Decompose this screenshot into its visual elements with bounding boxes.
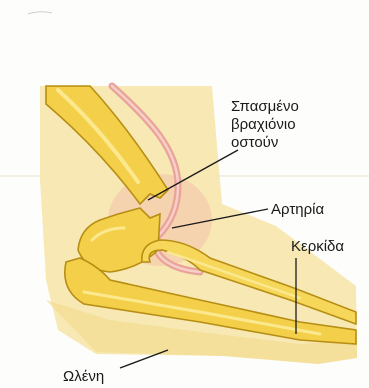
label-ulna: Ωλένη	[63, 368, 104, 386]
label-artery: Αρτηρία	[271, 201, 324, 219]
label-radius: Κερκίδα	[291, 238, 344, 256]
page-mark	[28, 12, 52, 14]
label-fractured-humerus: Σπασμένο βραχιόνιο οστούν	[231, 98, 299, 152]
label-fractured-humerus-line1: Σπασμένο	[231, 98, 299, 116]
label-fractured-humerus-line2: βραχιόνιο	[231, 116, 299, 134]
label-fractured-humerus-line3: οστούν	[231, 134, 299, 152]
